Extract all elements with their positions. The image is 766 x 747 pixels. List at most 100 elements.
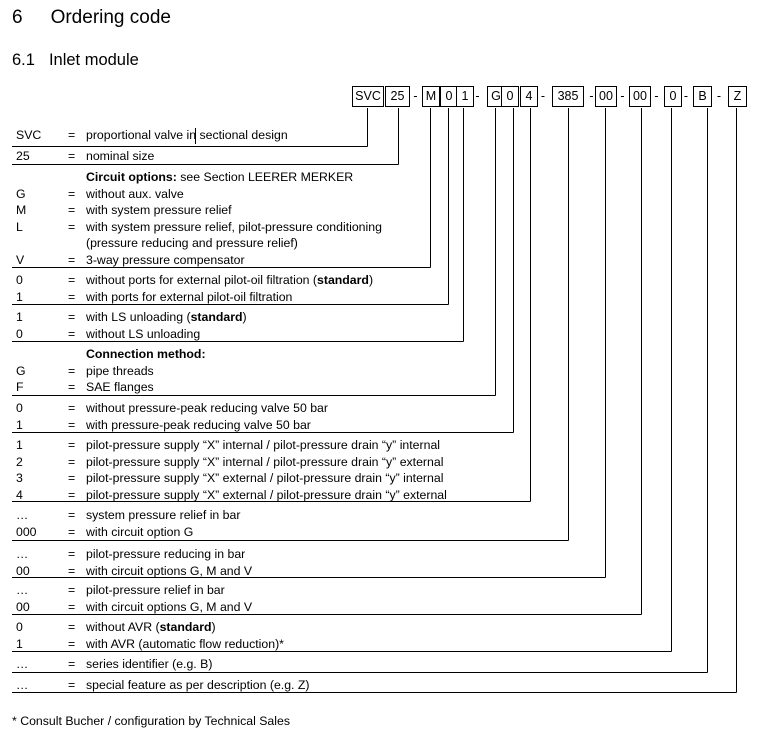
option-description: with system pressure relief, pilot-press… xyxy=(86,219,382,235)
description-text: without ports for external pilot-oil fil… xyxy=(86,273,318,287)
code-box: 00 xyxy=(595,86,617,107)
description-text: pilot-pressure supply “X” external / pil… xyxy=(86,487,447,502)
description-text: system pressure relief in bar xyxy=(86,508,241,522)
option-description: 3-way pressure compensator xyxy=(86,252,245,268)
option-description: series identifier (e.g. B) xyxy=(86,656,212,672)
equals-sign: = xyxy=(68,149,76,163)
code-box: 25 xyxy=(385,86,410,107)
equals-sign: = xyxy=(68,454,76,469)
option-description: pilot-pressure supply “X” external / pil… xyxy=(86,487,447,503)
option-description: with pressure-peak reducing valve 50 bar xyxy=(86,417,311,433)
equals-sign: = xyxy=(68,547,76,561)
equals-sign: = xyxy=(68,203,76,217)
equals-sign: = xyxy=(68,524,76,539)
description-text: (pressure reducing and pressure relief) xyxy=(86,236,298,250)
description-text: pilot-pressure supply “X” internal / pil… xyxy=(86,438,441,452)
option-code: 25 xyxy=(16,149,30,163)
option-code: SVC xyxy=(16,128,42,142)
description-text: without LS unloading xyxy=(86,326,201,341)
bold-text: standard xyxy=(317,273,369,287)
description-text: pilot-pressure reducing in bar xyxy=(86,547,246,561)
trailing-text: ) xyxy=(211,620,216,634)
description-text: with AVR (automatic flow reduction)* xyxy=(86,636,284,651)
section-title: Inlet module xyxy=(48,51,139,69)
code-box: 4 xyxy=(520,86,538,107)
code-box: 0 xyxy=(501,86,519,107)
description-text: series identifier (e.g. B) xyxy=(86,657,213,671)
option-description: pipe threads xyxy=(86,363,154,379)
description-text: pilot-pressure supply “X” external / pil… xyxy=(86,471,444,485)
option-code: 0 xyxy=(16,273,23,287)
bold-text: standard xyxy=(159,620,212,634)
option-code: 1 xyxy=(16,636,23,651)
description-text: special feature as per description (e.g.… xyxy=(86,678,310,692)
chapter-number: 6 xyxy=(12,7,23,28)
trailing-text: see Section LEERER MERKER xyxy=(176,170,354,184)
option-description: pilot-pressure reducing in bar xyxy=(86,546,245,562)
code-box: Z xyxy=(728,86,747,107)
equals-sign: = xyxy=(68,252,76,267)
code-box: 1 xyxy=(456,86,474,107)
description-text: SAE flanges xyxy=(86,380,154,394)
equals-sign: = xyxy=(68,620,76,634)
option-code: M xyxy=(16,203,27,217)
equals-sign: = xyxy=(68,636,76,651)
option-description: with circuit options G, M and V xyxy=(86,599,252,615)
equals-sign: = xyxy=(68,678,76,692)
option-code: … xyxy=(16,657,29,671)
code-separator: - xyxy=(589,89,594,103)
code-box: 385 xyxy=(552,86,584,107)
option-code: 00 xyxy=(16,599,30,614)
equals-sign: = xyxy=(68,310,76,324)
option-description: with system pressure relief xyxy=(86,202,232,218)
option-description: without aux. valve xyxy=(86,186,184,202)
option-description: (pressure reducing and pressure relief) xyxy=(86,235,298,251)
equals-sign: = xyxy=(68,438,76,452)
code-box: 0 xyxy=(664,86,682,107)
option-code: … xyxy=(16,547,29,561)
option-code: … xyxy=(16,678,29,692)
description-text: without aux. valve xyxy=(86,186,184,201)
equals-sign: = xyxy=(68,380,76,394)
description-text: pilot-pressure relief in bar xyxy=(86,583,225,597)
description-text: with pressure-peak reducing valve 50 bar xyxy=(86,417,311,432)
option-description: without ports for external pilot-oil fil… xyxy=(86,272,373,288)
option-description: with circuit option G xyxy=(86,524,193,540)
description-text: 3-way pressure compensator xyxy=(86,252,245,267)
description-text: with system pressure relief, pilot-press… xyxy=(86,219,382,234)
option-code: … xyxy=(16,508,29,522)
equals-sign: = xyxy=(68,487,76,502)
section-heading: 6.1 Inlet module xyxy=(12,51,139,70)
option-description: pilot-pressure supply “X” internal / pil… xyxy=(86,454,443,470)
option-description: Circuit options: see Section LEERER MERK… xyxy=(86,169,353,185)
code-box: 00 xyxy=(629,86,651,107)
equals-sign: = xyxy=(68,363,76,378)
code-separator: - xyxy=(654,89,659,103)
equals-sign: = xyxy=(68,563,76,578)
option-code: 1 xyxy=(16,438,23,452)
section-number: 6.1 xyxy=(12,51,35,69)
option-description: with LS unloading (standard) xyxy=(86,309,247,325)
option-code: 0 xyxy=(16,401,23,415)
code-separator: - xyxy=(716,89,722,103)
option-description: pilot-pressure supply “X” internal / pil… xyxy=(86,437,440,453)
trailing-text: ) xyxy=(242,310,247,324)
option-description: pilot-pressure supply “X” external / pil… xyxy=(86,470,443,486)
option-code: 00 xyxy=(16,563,30,578)
equals-sign: = xyxy=(68,471,76,485)
description-text: proportional valve in sectional design xyxy=(86,128,288,142)
option-description: with circuit options G, M and V xyxy=(86,563,252,579)
option-description: without LS unloading xyxy=(86,326,200,342)
option-description: with ports for external pilot-oil filtra… xyxy=(86,289,292,305)
option-description: with AVR (automatic flow reduction)* xyxy=(86,636,284,652)
description-text: pipe threads xyxy=(86,363,154,378)
equals-sign: = xyxy=(68,289,76,304)
option-code: V xyxy=(16,252,25,267)
option-description: special feature as per description (e.g.… xyxy=(86,677,310,693)
option-code: 4 xyxy=(16,487,23,502)
equals-sign: = xyxy=(68,326,76,341)
option-description: system pressure relief in bar xyxy=(86,507,240,523)
equals-sign: = xyxy=(68,508,76,522)
